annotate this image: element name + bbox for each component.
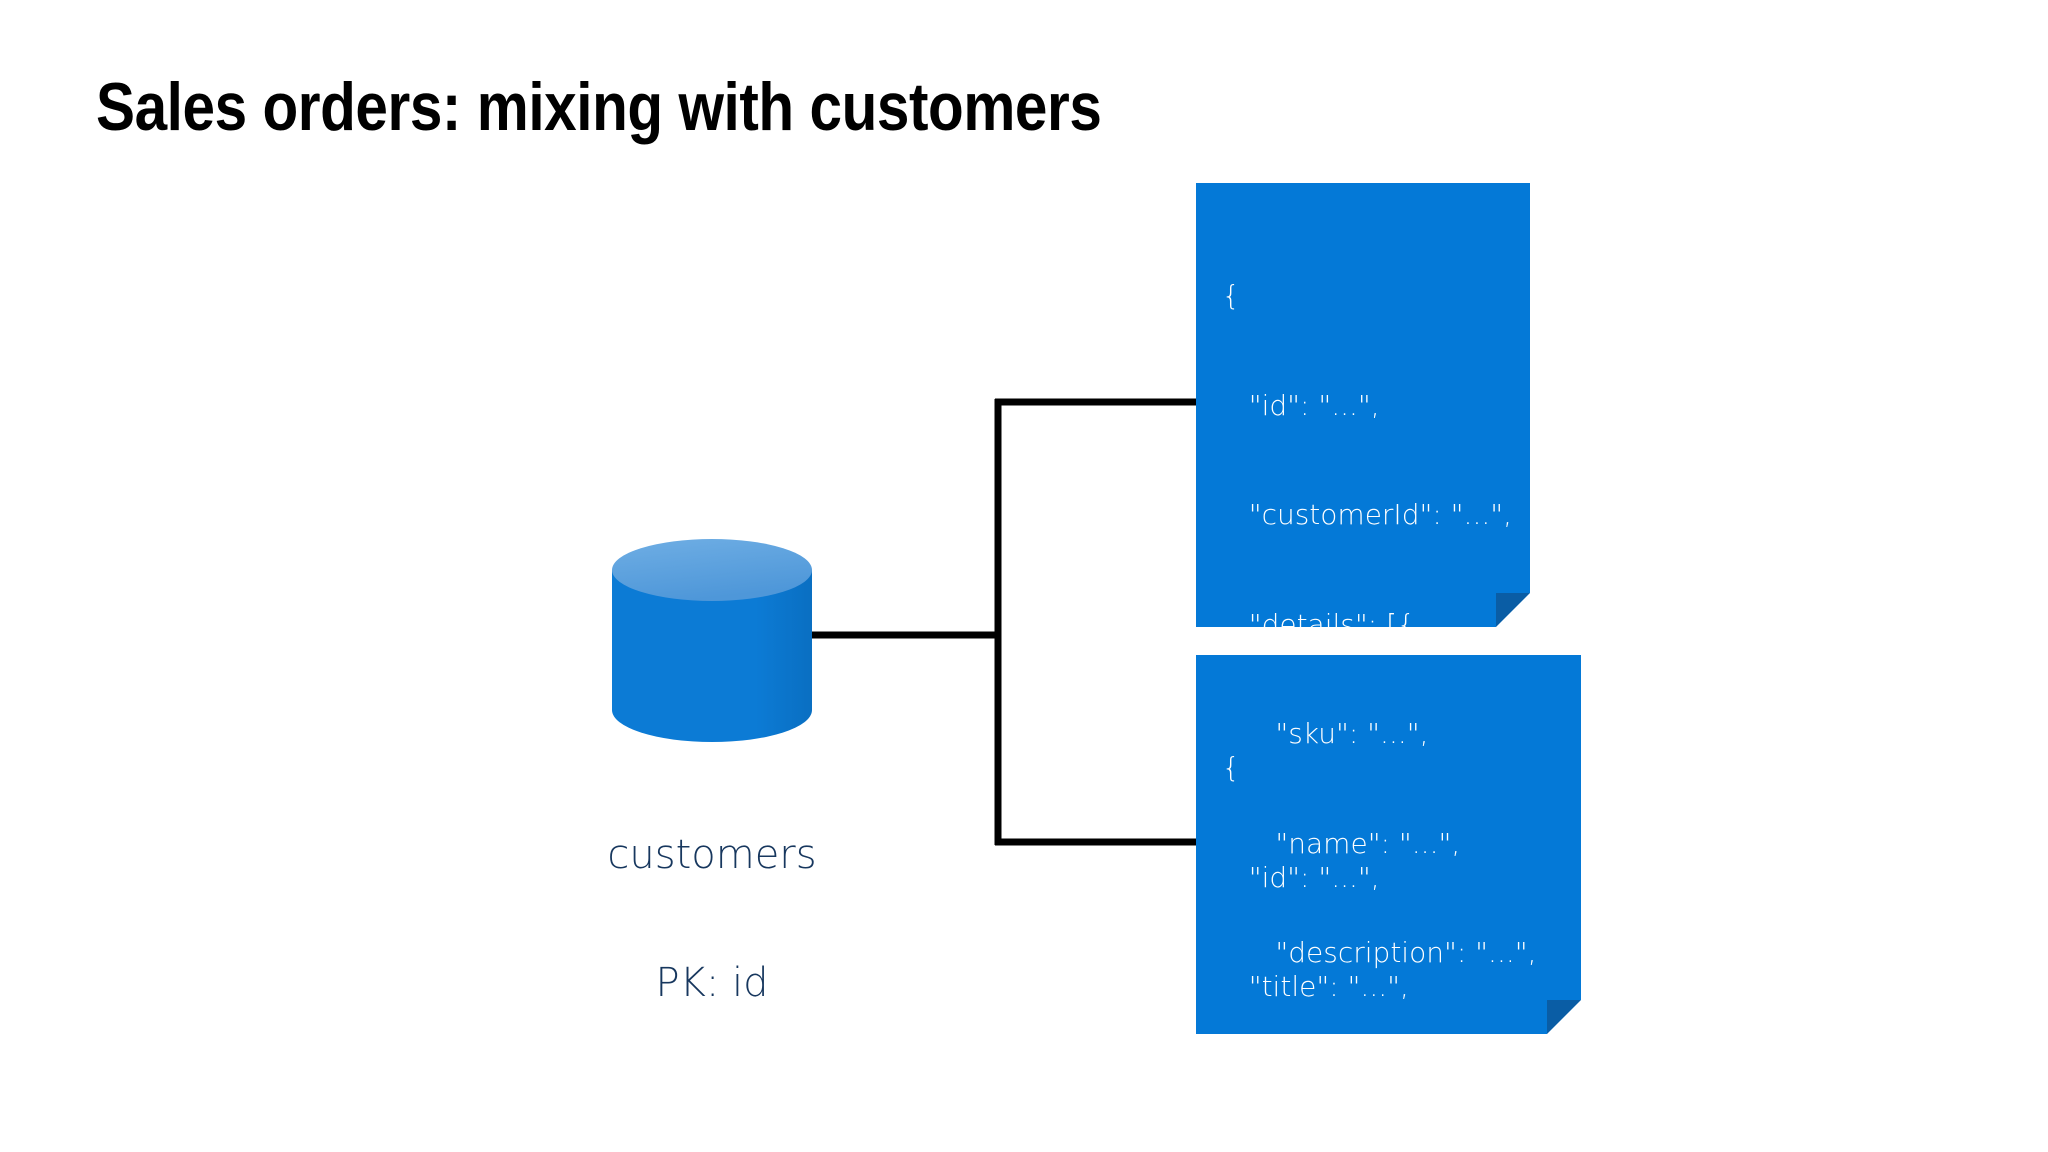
customer-json-body: { "id": "...", "title": "...", "firstNam… xyxy=(1196,655,1581,1152)
json-line: "price": ..., xyxy=(1222,1045,1425,1079)
database-cylinder-icon xyxy=(610,538,814,742)
sales-order-json-body: { "id": "...", "customerId": "...", "det… xyxy=(1196,183,1537,1152)
json-line: "firstName": "...", xyxy=(1222,1079,1492,1113)
json-line: "id": "...", xyxy=(1222,388,1380,422)
json-line: "customerId": "...", xyxy=(1222,498,1513,531)
json-line: "title": "...", xyxy=(1222,970,1409,1003)
customer-json-card: { "id": "...", "title": "...", "firstNam… xyxy=(1196,655,1581,1113)
database-name: customers xyxy=(607,831,817,878)
json-line: "description": "...", xyxy=(1222,936,1537,969)
card-fold-corner xyxy=(1496,593,1530,627)
page-title: Sales orders: mixing with customers xyxy=(96,69,1102,145)
database-label: customers PK: id xyxy=(560,748,864,1090)
json-line: "name": "...", xyxy=(1222,826,1461,860)
json-line: { xyxy=(1222,279,1240,312)
database-primary-key: PK: id xyxy=(655,959,769,1006)
sales-order-json-card: { "id": "...", "customerId": "...", "det… xyxy=(1196,183,1537,1079)
json-line: "details": [{ xyxy=(1222,607,1415,641)
json-line: { xyxy=(1222,751,1240,784)
json-line: "id": "...", xyxy=(1222,860,1380,894)
card-fold-corner xyxy=(1547,1000,1581,1034)
json-line: "sku": "...", xyxy=(1222,717,1429,750)
